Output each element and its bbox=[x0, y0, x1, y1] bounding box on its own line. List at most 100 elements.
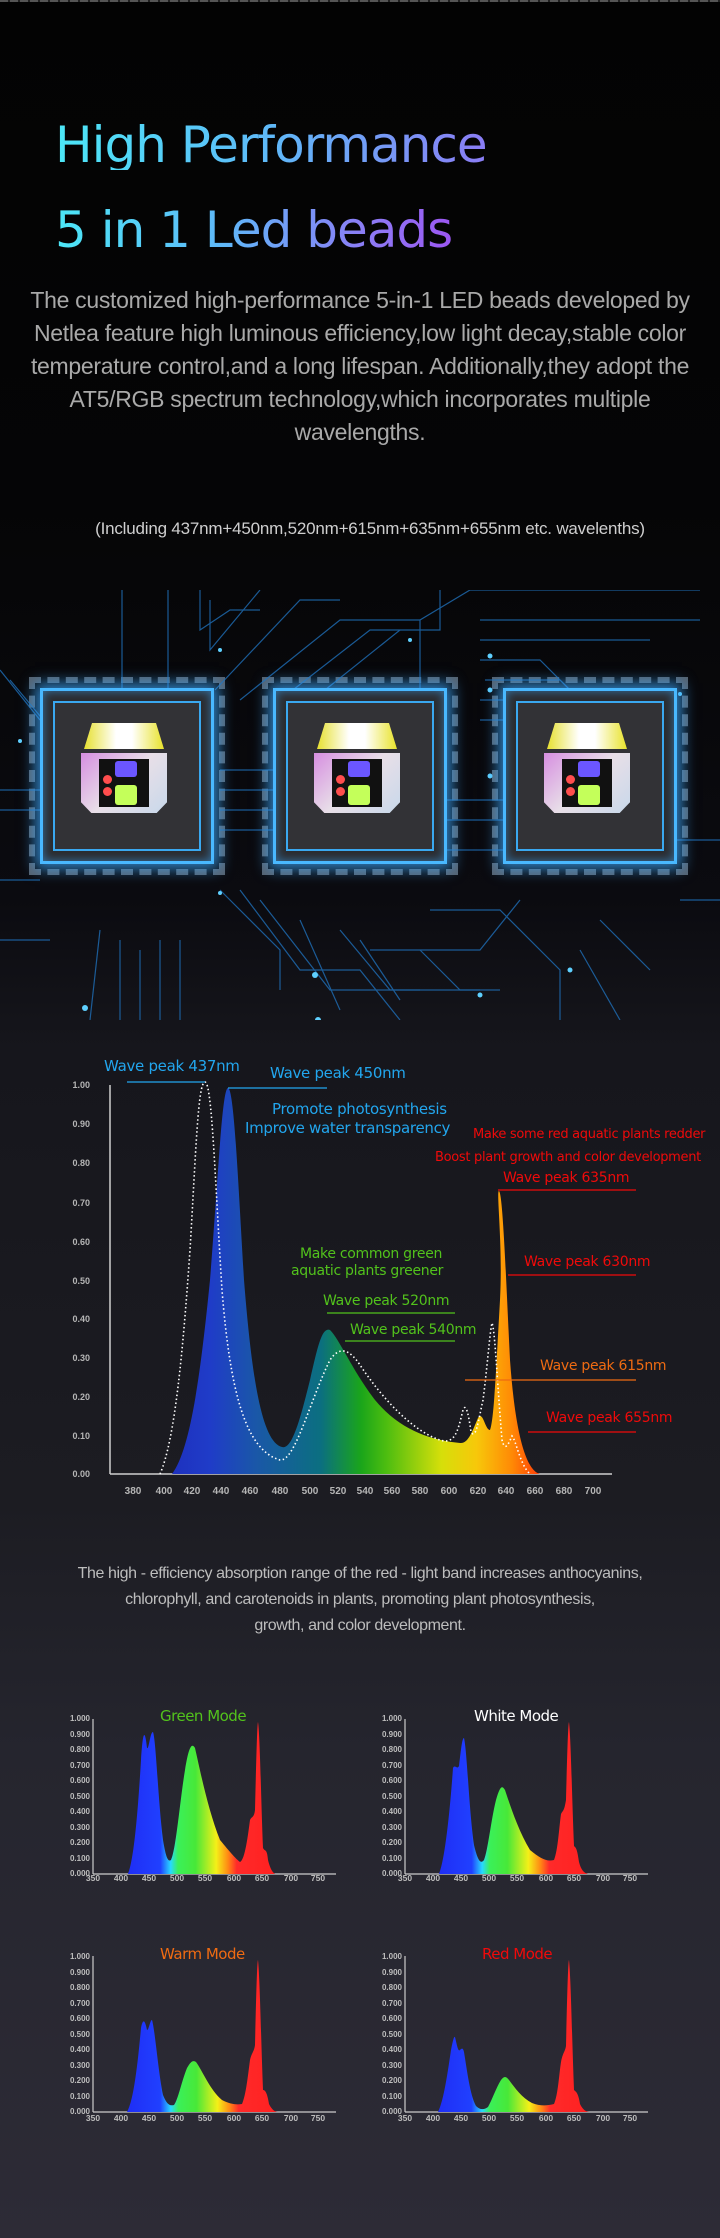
x-tick: 380 bbox=[124, 1486, 142, 1497]
label-green-benefit-1: Make common green bbox=[300, 1246, 443, 1262]
mini-chart-green-mode: Green Mode bbox=[50, 1700, 350, 1900]
y-tick: 0.000 bbox=[381, 1869, 402, 1878]
y-tick: 0.900 bbox=[69, 1730, 90, 1739]
y-tick: 0.100 bbox=[69, 1854, 90, 1863]
wavelength-note: (Including 437nm+450nm,520nm+615nm+635nm… bbox=[95, 519, 645, 538]
y-tick: 0.60 bbox=[72, 1237, 90, 1247]
x-tick: 600 bbox=[226, 2113, 242, 2123]
mini-spectrum-plot bbox=[92, 1719, 336, 1875]
y-tick: 1.000 bbox=[381, 1714, 402, 1723]
x-tick: 350 bbox=[397, 1873, 413, 1883]
y-tick: 0.000 bbox=[69, 2107, 90, 2116]
x-tick: 500 bbox=[481, 2113, 497, 2123]
x-tick: 550 bbox=[509, 1873, 525, 1883]
label-peak-635: Wave peak 635nm bbox=[503, 1170, 630, 1186]
mode-title-green: Green Mode bbox=[160, 1707, 247, 1725]
y-tick: 0.600 bbox=[69, 1776, 90, 1785]
x-tick: 640 bbox=[497, 1486, 515, 1497]
x-tick: 500 bbox=[481, 1873, 497, 1883]
mini-axis-red: 1.000 0.900 0.800 0.700 0.600 0.500 0.40… bbox=[362, 1938, 662, 2138]
y-tick: 0.900 bbox=[381, 1968, 402, 1977]
y-tick: 0.300 bbox=[69, 1823, 90, 1832]
label-peak-630: Wave peak 630nm bbox=[524, 1254, 651, 1270]
x-tick: 600 bbox=[440, 1486, 458, 1497]
x-tick: 660 bbox=[526, 1486, 544, 1497]
x-tick: 450 bbox=[453, 2113, 469, 2123]
absorption-note-line3: growth, and color development. bbox=[254, 1617, 466, 1634]
label-peak-437: Wave peak 437nm bbox=[104, 1057, 240, 1075]
y-tick: 0.100 bbox=[69, 2092, 90, 2101]
x-tick: 480 bbox=[271, 1486, 289, 1497]
absorption-note-line2: chlorophyll, and carotenoids in plants, … bbox=[125, 1591, 595, 1608]
x-tick: 520 bbox=[329, 1486, 347, 1497]
y-tick: 0.80 bbox=[72, 1158, 90, 1168]
absorption-note: The high - efficiency absorption range o… bbox=[20, 1561, 700, 1639]
y-tick: 0.90 bbox=[72, 1119, 90, 1129]
y-tick: 0.200 bbox=[381, 1838, 402, 1847]
x-tick: 550 bbox=[197, 1873, 213, 1883]
x-tick: 500 bbox=[169, 2113, 185, 2123]
x-tick: 700 bbox=[283, 1873, 299, 1883]
mode-title-warm: Warm Mode bbox=[160, 1945, 245, 1963]
x-tick: 600 bbox=[538, 2113, 554, 2123]
y-tick: 0.300 bbox=[381, 1823, 402, 1832]
y-tick: 0.400 bbox=[69, 2045, 90, 2054]
y-tick: 1.000 bbox=[381, 1952, 402, 1961]
y-tick: 0.600 bbox=[69, 2014, 90, 2023]
x-tick: 650 bbox=[566, 2113, 582, 2123]
label-peak-520: Wave peak 520nm bbox=[323, 1293, 450, 1309]
x-tick: 650 bbox=[254, 1873, 270, 1883]
y-tick: 0.10 bbox=[72, 1431, 90, 1441]
x-tick: 580 bbox=[411, 1486, 429, 1497]
mini-spectrum-plot bbox=[404, 1719, 648, 1875]
x-tick: 550 bbox=[509, 2113, 525, 2123]
mini-chart-warm-mode: Warm Mode bbox=[50, 1940, 350, 2140]
x-tick: 400 bbox=[113, 2113, 129, 2123]
y-tick: 0.500 bbox=[381, 2030, 402, 2039]
led-bead-icon bbox=[314, 723, 400, 813]
y-tick: 0.700 bbox=[381, 1761, 402, 1770]
x-tick: 460 bbox=[241, 1486, 259, 1497]
y-tick: 0.40 bbox=[72, 1314, 90, 1324]
label-green-benefit-2: aquatic plants greener bbox=[291, 1263, 444, 1279]
y-tick: 1.00 bbox=[72, 1080, 90, 1090]
circuit-board-illustration bbox=[0, 590, 720, 1020]
y-tick: 0.500 bbox=[69, 1792, 90, 1801]
y-tick: 0.100 bbox=[381, 2092, 402, 2101]
y-tick: 0.800 bbox=[381, 1745, 402, 1754]
label-peak-615: Wave peak 615nm bbox=[540, 1358, 667, 1374]
y-tick: 0.400 bbox=[381, 1807, 402, 1816]
y-tick: 0.900 bbox=[381, 1730, 402, 1739]
y-tick: 0.800 bbox=[381, 1983, 402, 1992]
x-tick: 350 bbox=[397, 2113, 413, 2123]
y-tick: 0.200 bbox=[381, 2076, 402, 2085]
x-tick: 500 bbox=[301, 1486, 319, 1497]
y-tick: 0.700 bbox=[381, 1999, 402, 2008]
y-tick: 0.70 bbox=[72, 1198, 90, 1208]
y-tick: 0.800 bbox=[69, 1983, 90, 1992]
x-tick: 620 bbox=[469, 1486, 487, 1497]
x-tick: 400 bbox=[155, 1486, 173, 1497]
y-tick: 0.800 bbox=[69, 1745, 90, 1754]
mini-spectrum-plot bbox=[404, 1956, 648, 2113]
mini-chart-red-mode: Red Mode bbox=[360, 1940, 660, 2140]
y-tick: 0.700 bbox=[69, 1761, 90, 1770]
mini-axis-white: 1.000 0.900 0.800 0.700 0.600 0.500 0.40… bbox=[362, 1700, 662, 1900]
label-peak-450: Wave peak 450nm bbox=[270, 1064, 406, 1082]
x-tick: 400 bbox=[425, 1873, 441, 1883]
top-border bbox=[0, 0, 720, 2]
x-tick: 450 bbox=[453, 1873, 469, 1883]
y-tick: 0.600 bbox=[381, 2014, 402, 2023]
x-tick: 700 bbox=[584, 1486, 602, 1497]
led-chip-1 bbox=[29, 677, 225, 875]
mini-axis-green: 1.000 0.900 0.800 0.700 0.600 0.500 0.40… bbox=[50, 1700, 350, 1900]
x-tick: 700 bbox=[595, 2113, 611, 2123]
x-tick: 750 bbox=[622, 2113, 638, 2123]
y-tick: 0.20 bbox=[72, 1392, 90, 1402]
label-red-benefit-1: Make some red aquatic plants redder bbox=[473, 1127, 706, 1142]
y-tick: 0.200 bbox=[69, 2076, 90, 2085]
x-tick: 400 bbox=[425, 2113, 441, 2123]
y-tick: 0.900 bbox=[69, 1968, 90, 1977]
x-tick: 650 bbox=[254, 2113, 270, 2123]
hero-title-line1: High Performance bbox=[55, 120, 675, 170]
